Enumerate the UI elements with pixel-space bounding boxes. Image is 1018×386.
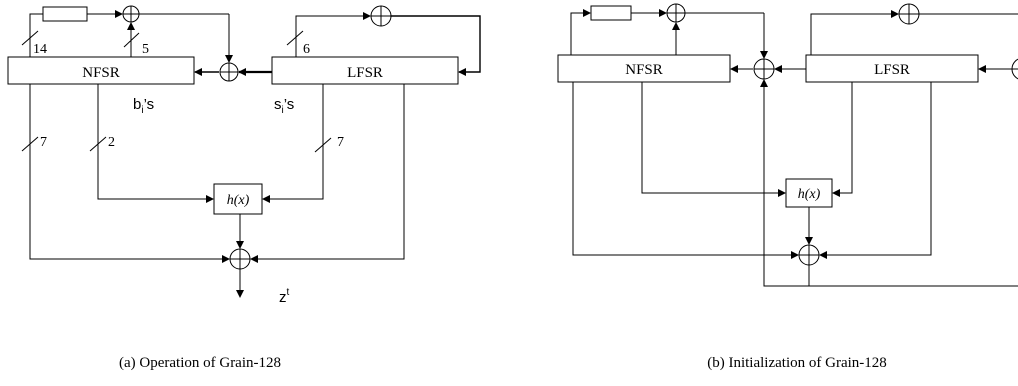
h-label-b: h(x): [798, 187, 821, 202]
bus-width-lfsr-to-h: 7: [337, 135, 344, 150]
h-function-box-a: [213, 183, 263, 215]
s-i-label: si’s: [274, 96, 294, 116]
xor-lfsr-feedback-b: [898, 3, 920, 25]
xor-feedback-a: [219, 62, 239, 82]
lfsr-label-b: LFSR: [874, 62, 910, 78]
b-i-label: bi’s: [133, 96, 154, 116]
bus-width-nfsr-to-xor: 5: [142, 42, 149, 57]
lfsr-register-b: [805, 54, 979, 83]
h-function-box-b: [785, 178, 833, 208]
bus-width-nfsr-output: 7: [40, 135, 47, 150]
caption-a: (a) Operation of Grain-128: [119, 355, 281, 371]
xor-feedback-b: [753, 58, 775, 80]
panel-a-operation: [7, 5, 481, 298]
lfsr-register-a: [271, 56, 459, 85]
bus-width-nfsr-feedback: 14: [33, 42, 47, 57]
lfsr-label-a: LFSR: [347, 65, 383, 81]
z-t-output-label: zt: [279, 287, 290, 306]
caption-b: (b) Initialization of Grain-128: [707, 355, 887, 371]
xor-output-a: [229, 248, 251, 270]
nfsr-feedback-function-box-a: [42, 6, 88, 22]
panel-b-initialization: [557, 3, 1018, 287]
panel-a-labels: NFSR LFSR h(x) 14 5 6 7 2 7 bi’s si’s zt…: [33, 42, 383, 371]
nfsr-register-a: [7, 56, 195, 85]
xor-lfsr-feedback-a: [370, 5, 392, 27]
nfsr-label-b: NFSR: [625, 62, 663, 78]
h-label-a: h(x): [227, 193, 250, 208]
xor-output-b: [798, 244, 820, 266]
nfsr-label-a: NFSR: [82, 65, 120, 81]
nfsr-feedback-function-box-b: [590, 5, 632, 21]
xor-lfsr-input-b-partial: [1011, 58, 1018, 80]
bus-width-nfsr-to-h: 2: [108, 135, 115, 150]
xor-top-left-a: [122, 5, 140, 23]
bus-width-lfsr-feedback: 6: [303, 42, 310, 57]
xor-top-left-b: [666, 3, 686, 23]
